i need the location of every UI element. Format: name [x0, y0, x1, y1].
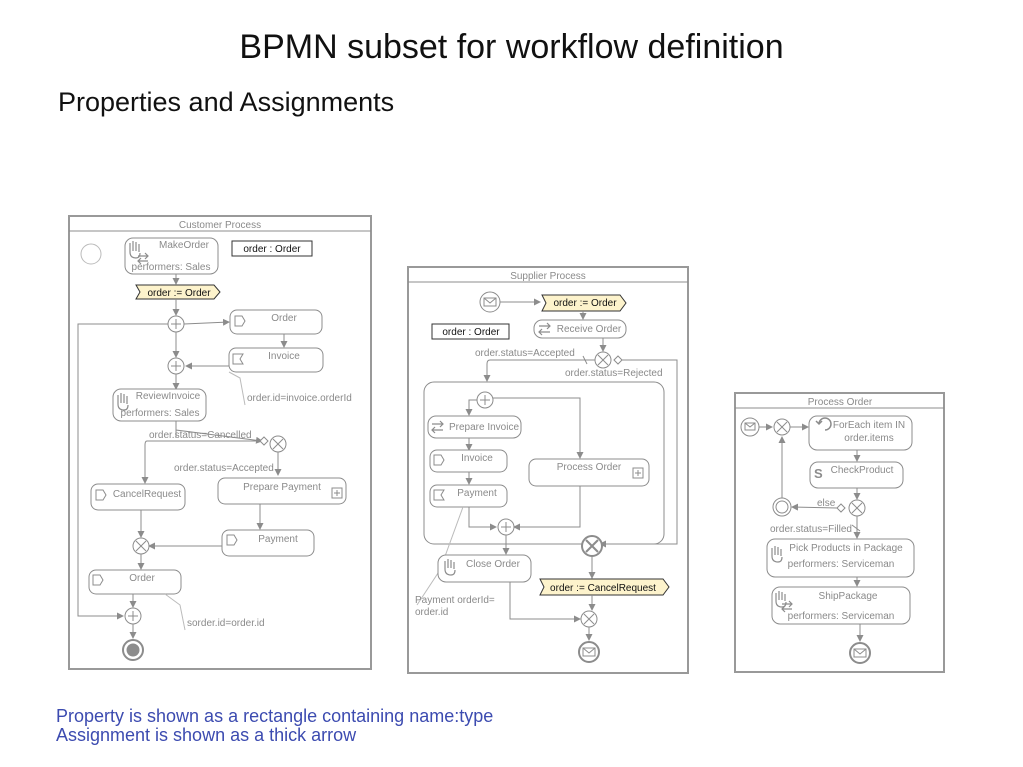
customer-property-box[interactable]: [231, 240, 313, 257]
payment-document-node[interactable]: [221, 529, 315, 557]
cond-accepted-label: order.status=Accepted: [174, 463, 274, 474]
supplier-message-start[interactable]: [479, 291, 501, 313]
pick-products-performers: performers: Serviceman: [788, 559, 895, 570]
loop-icon: [815, 417, 832, 431]
payment-label: Payment: [258, 534, 298, 545]
review-invoice-task[interactable]: [112, 388, 207, 422]
else-label: else: [817, 498, 836, 509]
cond-cancelled-label: order.status=Cancelled: [149, 430, 252, 441]
close-order-task[interactable]: [437, 554, 532, 583]
pick-products-task[interactable]: [766, 538, 915, 578]
customer-assignment-order[interactable]: [135, 284, 221, 300]
ship-package-label: ShipPackage: [819, 591, 878, 602]
make-order-performers: performers: Sales: [132, 262, 211, 273]
hand-icon: [444, 559, 456, 576]
cond-accepted-supplier: order.status=Accepted: [475, 348, 575, 359]
order-doc2-label: Order: [129, 573, 155, 584]
payment-note-line2: order.id: [415, 607, 448, 618]
cond-filled-label: order.status=Filled: [770, 524, 852, 535]
customer-property-label: order : Order: [243, 244, 301, 255]
prepare-invoice-task[interactable]: [427, 415, 522, 439]
exchange-icon: [538, 322, 551, 336]
process-order-pool-title: Process Order: [808, 397, 873, 408]
order-document-node[interactable]: [229, 309, 323, 335]
id-note-label: order.id=invoice.orderId: [247, 393, 352, 404]
cond-rejected-supplier: order.status=Rejected: [565, 368, 663, 379]
supplier-assignment-cancel[interactable]: [539, 578, 670, 596]
slide-title: BPMN subset for workflow definition: [239, 28, 784, 66]
hand-icon: [775, 591, 787, 608]
supplier-subprocess[interactable]: [423, 381, 665, 545]
supplier-payment-label: Payment: [457, 488, 497, 499]
hand-icon: [771, 546, 783, 563]
review-invoice-performers: performers: Sales: [121, 408, 200, 419]
po-message-end[interactable]: [849, 642, 871, 664]
sorder-note-label: sorder.id=order.id: [187, 618, 265, 629]
hand-icon: [117, 393, 129, 411]
receive-order-task[interactable]: [533, 319, 627, 339]
ship-package-performers: performers: Serviceman: [788, 611, 895, 622]
supplier-assign2-label: order := CancelRequest: [550, 583, 656, 594]
foreach-label-line1: ForEach item IN: [833, 420, 905, 431]
prepare-invoice-label: Prepare Invoice: [449, 422, 519, 433]
customer-process-pool: [68, 215, 372, 670]
exchange-icon: [431, 420, 444, 434]
exchange-icon: [137, 252, 149, 265]
review-invoice-label: ReviewInvoice: [136, 391, 201, 402]
make-order-label: MakeOrder: [159, 240, 210, 251]
pick-products-label: Pick Products in Package: [789, 543, 903, 554]
foreach-label-line2: order.items: [844, 433, 893, 444]
supplier-property-box[interactable]: [431, 323, 510, 340]
supplier-property-label: order : Order: [442, 327, 500, 338]
invoice-doc-label: Invoice: [268, 351, 300, 362]
supplier-assign1-label: order := Order: [553, 298, 617, 309]
customer-assignment-label: order := Order: [147, 288, 211, 299]
customer-start-event[interactable]: [80, 243, 102, 265]
caption-line-1: Property is shown as a rectangle contain…: [56, 706, 494, 726]
prepare-payment-task[interactable]: [217, 477, 347, 505]
supplier-pool-title: Supplier Process: [510, 271, 586, 282]
check-product-label: CheckProduct: [831, 465, 894, 476]
slide-subtitle: Properties and Assignments: [58, 87, 395, 117]
process-order-subprocess[interactable]: [528, 458, 650, 487]
order-doc-label: Order: [271, 313, 297, 324]
receive-order-label: Receive Order: [557, 324, 622, 335]
hand-icon: [129, 241, 141, 259]
close-order-label: Close Order: [466, 559, 521, 570]
script-icon: S: [814, 466, 823, 481]
cancel-request-label: CancelRequest: [113, 489, 182, 500]
invoice-document-node[interactable]: [228, 347, 324, 373]
caption-line-2: Assignment is shown as a thick arrow: [56, 725, 357, 745]
cancel-request-node[interactable]: [90, 483, 186, 511]
payment-note-line1: Payment orderId=: [415, 595, 495, 606]
process-order-label: Process Order: [557, 462, 622, 473]
exchange-icon: [781, 600, 793, 613]
foreach-loop-task[interactable]: [808, 415, 913, 451]
prepare-payment-label: Prepare Payment: [243, 482, 321, 493]
make-order-task[interactable]: [124, 237, 219, 275]
customer-pool-title: Customer Process: [179, 220, 261, 231]
ship-package-task[interactable]: [771, 586, 911, 625]
supplier-message-end[interactable]: [578, 641, 600, 663]
supplier-invoice-label: Invoice: [461, 453, 493, 464]
order-document-node-2[interactable]: [88, 569, 182, 595]
supplier-assignment-order[interactable]: [541, 294, 627, 312]
